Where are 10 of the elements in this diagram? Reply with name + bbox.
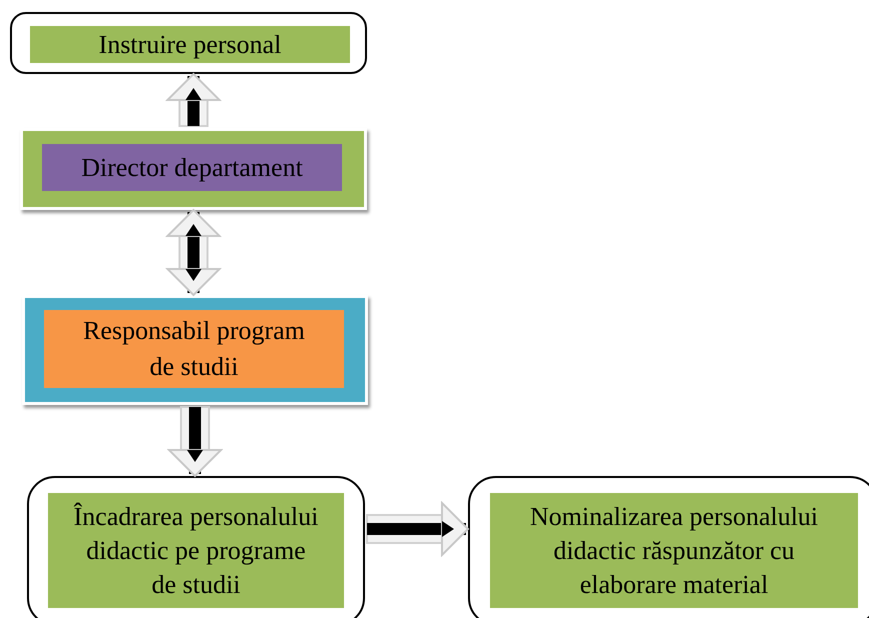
framed-panel [20, 128, 367, 210]
framed-panel [22, 295, 368, 405]
process-box: Nominalizarea personalului didactic răspunzător cu elaborare material [490, 493, 858, 608]
process-box: Director departament [42, 144, 342, 191]
rounded-frame [468, 476, 869, 618]
rounded-frame [10, 12, 367, 74]
process-box: Încadrarea personalului didactic pe programe de studii [48, 493, 344, 608]
process-box: Instruire personal [30, 26, 350, 63]
process-box: Responsabil program de studii [44, 310, 344, 388]
rounded-frame [27, 476, 365, 618]
